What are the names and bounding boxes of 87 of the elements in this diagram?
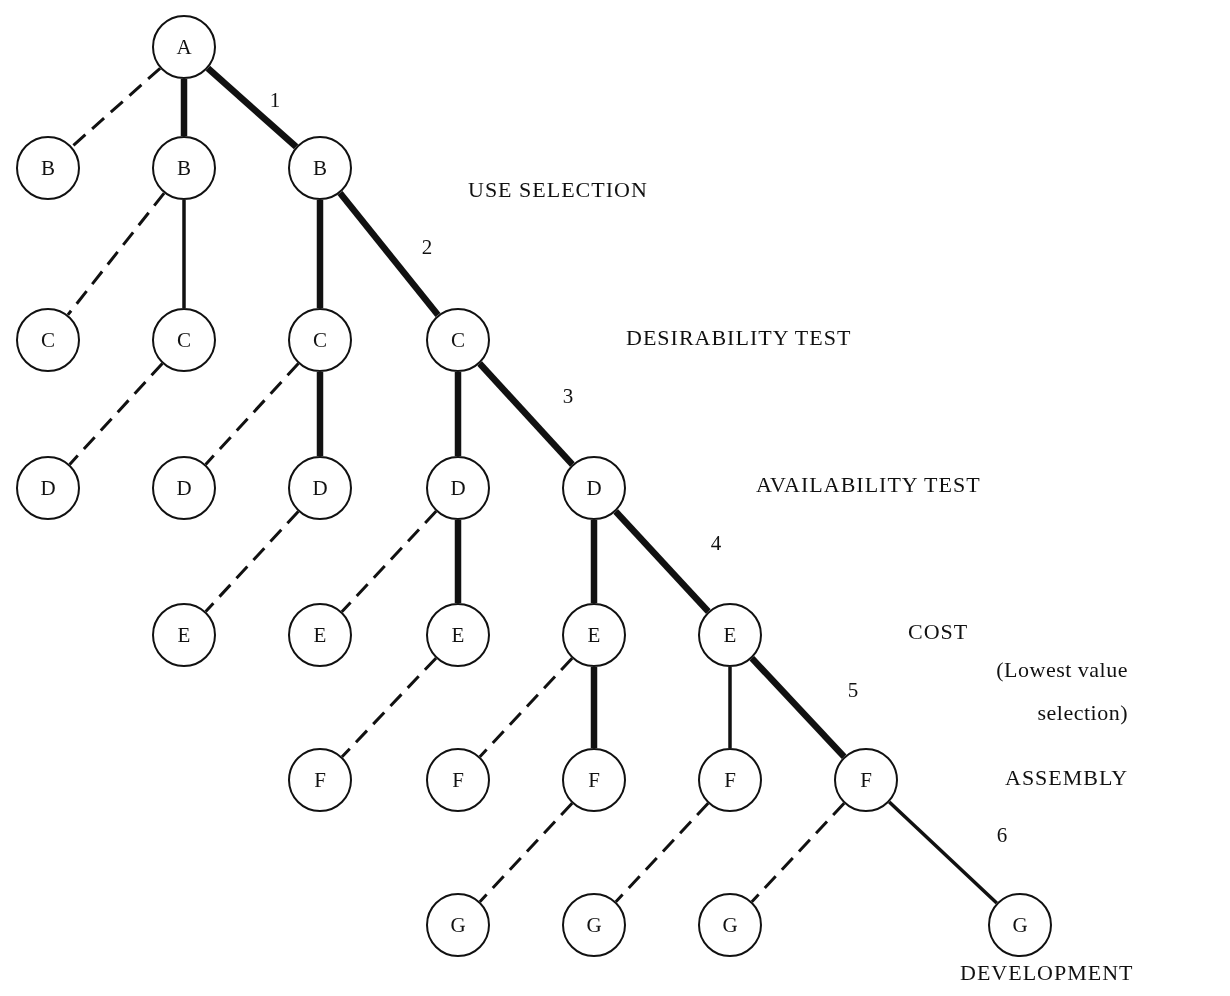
dashed-line (204, 510, 300, 613)
node-letter: E (177, 622, 191, 648)
node-letter: F (724, 767, 736, 793)
circle-node (16, 136, 80, 200)
node-letter: F (588, 767, 600, 793)
node-letter: D (450, 475, 466, 501)
circle-node (16, 308, 80, 372)
node-letter: C (177, 327, 191, 353)
node-letter: E (723, 622, 737, 648)
level-label: (Lowest value selection) (995, 656, 1128, 727)
node-letter: G (586, 912, 602, 938)
circle-node (834, 748, 898, 812)
node-letter: F (314, 767, 326, 793)
circle-node (152, 15, 216, 79)
dashed-line (70, 67, 162, 148)
circle-node (698, 748, 762, 812)
node-letter: G (1012, 912, 1028, 938)
node-letter: D (312, 475, 328, 501)
dashed-line (478, 802, 574, 903)
circle-node (562, 893, 626, 957)
circle-node (426, 603, 490, 667)
node-letter: D (176, 475, 192, 501)
node-letter: C (451, 327, 465, 353)
node-letter: E (451, 622, 465, 648)
connector-line (182, 200, 186, 308)
circle-node (288, 308, 352, 372)
dashed-line (204, 362, 300, 466)
node-letter: E (587, 622, 601, 648)
node-letter: G (450, 912, 466, 938)
connector-line (888, 800, 998, 905)
dashed-line (478, 657, 574, 758)
connector-line (454, 520, 462, 603)
dashed-line (340, 510, 438, 613)
circle-node (698, 603, 762, 667)
circle-node (288, 136, 352, 200)
dashed-line (66, 192, 166, 316)
level-label: DESIRABILITY TEST (626, 325, 852, 351)
level-label: COST (908, 619, 969, 645)
connector-line (180, 79, 188, 136)
node-letter: C (313, 327, 327, 353)
circle-node (562, 748, 626, 812)
node-letter: E (313, 622, 327, 648)
node-letter: A (176, 34, 192, 60)
dashed-line (340, 657, 438, 758)
circle-node (426, 748, 490, 812)
node-letter: F (860, 767, 872, 793)
node-letter: B (313, 155, 327, 181)
node-letter: C (41, 327, 55, 353)
circle-node (16, 456, 80, 520)
circle-node (426, 308, 490, 372)
dashed-line (750, 802, 846, 903)
connector-line (613, 509, 711, 614)
circle-node (426, 893, 490, 957)
connector-line (337, 190, 441, 318)
level-label: ASSEMBLY (1005, 765, 1129, 791)
level-label: AVAILABILITY TEST (756, 472, 981, 498)
connector-line (454, 372, 462, 456)
circle-node (988, 893, 1052, 957)
circle-node (562, 456, 626, 520)
node-letter: B (41, 155, 55, 181)
circle-node (152, 603, 216, 667)
circle-node (152, 456, 216, 520)
circle-node (288, 748, 352, 812)
connector-line (316, 372, 324, 456)
circle-node (288, 456, 352, 520)
circle-node (152, 136, 216, 200)
circle-node (152, 308, 216, 372)
connector-line (477, 361, 575, 467)
dashed-line (614, 802, 710, 903)
connector-line (749, 656, 847, 759)
node-letter: D (586, 475, 602, 501)
node-letter: F (452, 767, 464, 793)
circle-node (288, 603, 352, 667)
dashed-line (68, 362, 164, 466)
circle-node (698, 893, 762, 957)
circle-node (426, 456, 490, 520)
node-letter: G (722, 912, 738, 938)
connector-line (590, 667, 598, 748)
connector-line (316, 200, 324, 308)
circle-node (562, 603, 626, 667)
connector-line (728, 667, 732, 748)
node-letter: D (40, 475, 56, 501)
connector-line (205, 65, 299, 150)
level-label: DEVELOPMENT (960, 960, 1134, 986)
connector-line (590, 520, 598, 603)
level-label: USE SELECTION (468, 177, 648, 203)
node-letter: B (177, 155, 191, 181)
